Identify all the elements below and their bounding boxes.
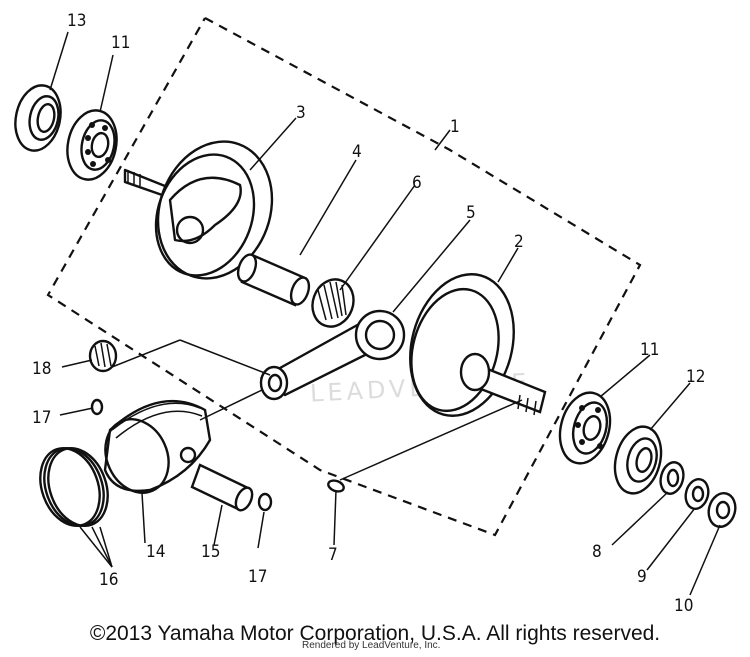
label-11-left: 11 [111, 33, 130, 53]
label-15: 15 [201, 542, 220, 562]
crank-half-2 [409, 273, 547, 417]
label-13: 13 [67, 11, 86, 31]
label-16: 16 [99, 570, 118, 590]
label-9: 9 [637, 567, 647, 587]
lock-washer-9 [684, 478, 710, 510]
label-12: 12 [686, 367, 705, 387]
circlip-17-left [90, 398, 104, 416]
woodruff-key-7 [327, 479, 345, 493]
label-8: 8 [592, 542, 602, 562]
needle-bearing-6 [311, 278, 355, 328]
piston-14 [103, 399, 212, 494]
piston-pin-15 [190, 463, 254, 512]
bearing-11-left [66, 109, 118, 181]
nut-10 [707, 492, 737, 528]
bearing-11-right [558, 391, 612, 465]
copyright-notice: ©2013 Yamaha Motor Corporation, U.S.A. A… [89, 622, 661, 645]
label-17-left: 17 [32, 408, 51, 428]
label-2: 2 [514, 232, 524, 252]
connecting-rod-5 [259, 309, 406, 401]
small-end-bearing-18 [88, 339, 118, 373]
circlip-17-right [257, 492, 273, 512]
crank-pin-4 [236, 253, 311, 307]
label-14: 14 [146, 542, 165, 562]
rendered-by-credit: Rendered by LeadVenture, Inc. [302, 640, 441, 651]
label-7: 7 [328, 545, 338, 565]
oil-seal-13 [14, 84, 62, 152]
washer-8 [659, 461, 685, 495]
crank-half-3 [123, 140, 274, 280]
label-6: 6 [412, 173, 422, 193]
leader-lines [49, 31, 721, 596]
label-17-right: 17 [248, 567, 267, 587]
label-11-right: 11 [640, 340, 659, 360]
piston-rings-16 [39, 447, 109, 527]
label-4: 4 [352, 142, 362, 162]
label-1: 1 [450, 117, 460, 137]
assembly-outline [46, 17, 642, 537]
label-10: 10 [674, 596, 693, 616]
label-18: 18 [32, 359, 51, 379]
label-3: 3 [296, 103, 306, 123]
label-5: 5 [466, 203, 476, 223]
oil-seal-12 [613, 425, 663, 495]
